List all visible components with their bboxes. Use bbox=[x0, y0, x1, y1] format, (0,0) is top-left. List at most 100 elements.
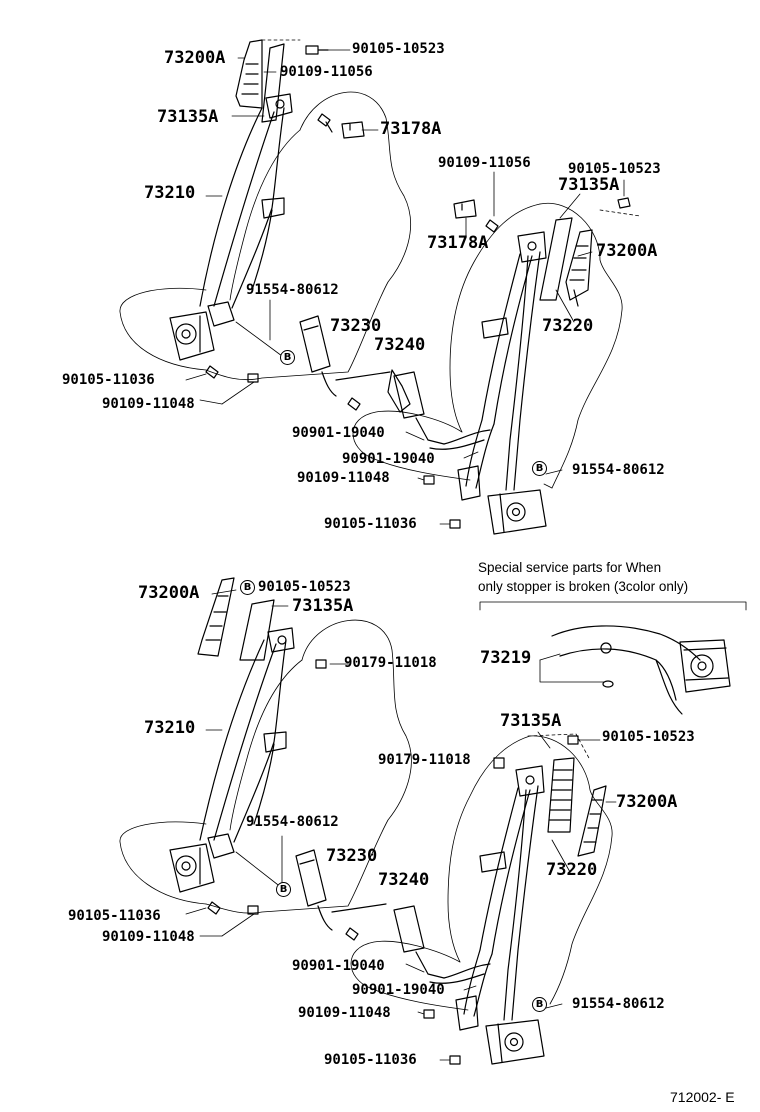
bolt-icon bbox=[305, 45, 329, 55]
leader-lines bbox=[185, 49, 379, 405]
part-label-91554-80612: 91554-80612 bbox=[246, 282, 339, 298]
bolt-marker-b: B bbox=[240, 580, 255, 595]
part-label-90901-19040: 90901-19040 bbox=[352, 982, 445, 998]
stopper-icon bbox=[600, 642, 612, 654]
stopper-webbing bbox=[655, 659, 683, 715]
part-label-90901-19040: 90901-19040 bbox=[292, 958, 385, 974]
part-label-91554-80612: 91554-80612 bbox=[572, 996, 665, 1012]
belt-guide-icon bbox=[481, 317, 509, 339]
special-note-line2: only stopper is broken (3color only) bbox=[478, 579, 689, 594]
part-label-90179-11018: 90179-11018 bbox=[378, 752, 471, 768]
belt-webbing bbox=[251, 209, 273, 291]
part-label-90109-11056: 90109-11056 bbox=[280, 64, 373, 80]
part-label-90105-11036: 90105-11036 bbox=[62, 372, 155, 388]
retractor-icon bbox=[169, 843, 215, 893]
part-label-90105-10523: 90105-10523 bbox=[352, 41, 445, 57]
bolt-icon bbox=[247, 905, 259, 915]
retractor-icon bbox=[679, 639, 731, 693]
part-label-90105-10523: 90105-10523 bbox=[602, 729, 695, 745]
belt-webbing bbox=[503, 789, 527, 1021]
bolt-icon bbox=[449, 1055, 461, 1065]
seat-cushion-outline bbox=[350, 940, 469, 1011]
bolt-icon bbox=[247, 373, 259, 383]
height-adjuster-icon bbox=[565, 229, 593, 307]
anchor-plate-icon bbox=[455, 995, 479, 1031]
part-label-90109-11056: 90109-11056 bbox=[438, 155, 531, 171]
part-label-90179-11018: 90179-11018 bbox=[344, 655, 437, 671]
top-right-assembly bbox=[347, 171, 641, 535]
cover-icon bbox=[261, 43, 285, 123]
bolt-marker-b: B bbox=[532, 997, 547, 1012]
cap-icon bbox=[453, 199, 477, 219]
belt-webbing bbox=[463, 949, 481, 1015]
stay-icon bbox=[331, 903, 387, 913]
part-label-90109-11048: 90109-11048 bbox=[297, 470, 390, 486]
part-label-90901-19040: 90901-19040 bbox=[342, 451, 435, 467]
part-label-73210: 73210 bbox=[144, 718, 196, 738]
part-label-73135A: 73135A bbox=[157, 107, 219, 127]
seat-outline bbox=[447, 735, 531, 963]
shoulder-anchor-icon bbox=[515, 765, 545, 797]
cover-icon bbox=[539, 217, 573, 301]
belt-webbing bbox=[231, 107, 285, 309]
cover-icon bbox=[239, 599, 275, 661]
anchor-plate-icon bbox=[207, 301, 235, 327]
part-label-73220: 73220 bbox=[546, 860, 598, 880]
bolt-icon bbox=[347, 397, 361, 411]
leader-lines bbox=[185, 589, 351, 937]
part-label-91554-80612: 91554-80612 bbox=[572, 462, 665, 478]
special-note-line1: Special service parts for When bbox=[478, 560, 662, 575]
part-label-73178A: 73178A bbox=[427, 233, 489, 253]
leader-lines bbox=[405, 171, 625, 525]
dashed-guide bbox=[599, 209, 641, 217]
belt-webbing bbox=[199, 107, 263, 307]
part-label-73178A: 73178A bbox=[380, 119, 442, 139]
belt-webbing bbox=[253, 743, 275, 825]
part-label-90109-11048: 90109-11048 bbox=[102, 929, 195, 945]
bolt-icon bbox=[449, 519, 461, 529]
stay-icon bbox=[335, 369, 411, 413]
buckle-icon bbox=[295, 849, 333, 931]
stopper-webbing bbox=[551, 625, 701, 661]
belt-webbing bbox=[213, 643, 277, 841]
seat-back-side bbox=[229, 659, 303, 831]
part-label-90105-11036: 90105-11036 bbox=[324, 516, 417, 532]
leader-lines bbox=[539, 653, 605, 683]
cap-icon bbox=[341, 121, 365, 139]
belt-webbing bbox=[465, 419, 483, 487]
part-label-73220: 73220 bbox=[542, 316, 594, 336]
belt-webbing bbox=[233, 639, 287, 843]
bolt-icon bbox=[617, 197, 631, 209]
seat-outline bbox=[539, 202, 623, 489]
part-label-90109-11048: 90109-11048 bbox=[298, 1005, 391, 1021]
part-label-73135A: 73135A bbox=[558, 175, 620, 195]
shoulder-anchor-icon bbox=[267, 627, 295, 653]
cover-icon bbox=[547, 757, 575, 833]
anchor-plate-icon bbox=[207, 833, 235, 859]
height-adjuster-icon bbox=[197, 577, 235, 657]
bolt-icon bbox=[485, 219, 499, 233]
retractor-icon bbox=[485, 1019, 545, 1065]
part-label-73200A: 73200A bbox=[596, 241, 658, 261]
part-label-90105-10523: 90105-10523 bbox=[258, 579, 351, 595]
stopper-webbing bbox=[559, 648, 677, 701]
part-label-73210: 73210 bbox=[144, 183, 196, 203]
dashed-guide bbox=[527, 733, 591, 761]
belt-guide-icon bbox=[479, 851, 507, 873]
part-label-73230: 73230 bbox=[330, 316, 382, 336]
bolt-marker-b: B bbox=[276, 882, 291, 897]
diagram-code: 712002- E bbox=[670, 1089, 735, 1105]
part-label-90105-10523: 90105-10523 bbox=[568, 161, 661, 177]
belt-guide-icon bbox=[263, 731, 287, 753]
part-label-73135A: 73135A bbox=[292, 596, 354, 616]
belt-webbing bbox=[213, 111, 275, 307]
bracket-line bbox=[479, 601, 747, 611]
part-label-73200A: 73200A bbox=[616, 792, 678, 812]
bolt-icon bbox=[317, 113, 333, 133]
retractor-icon bbox=[487, 489, 547, 535]
bolt-icon bbox=[493, 757, 505, 769]
shoulder-anchor-icon bbox=[517, 231, 547, 263]
part-label-73135A: 73135A bbox=[500, 711, 562, 731]
seat-back-side bbox=[229, 129, 301, 301]
